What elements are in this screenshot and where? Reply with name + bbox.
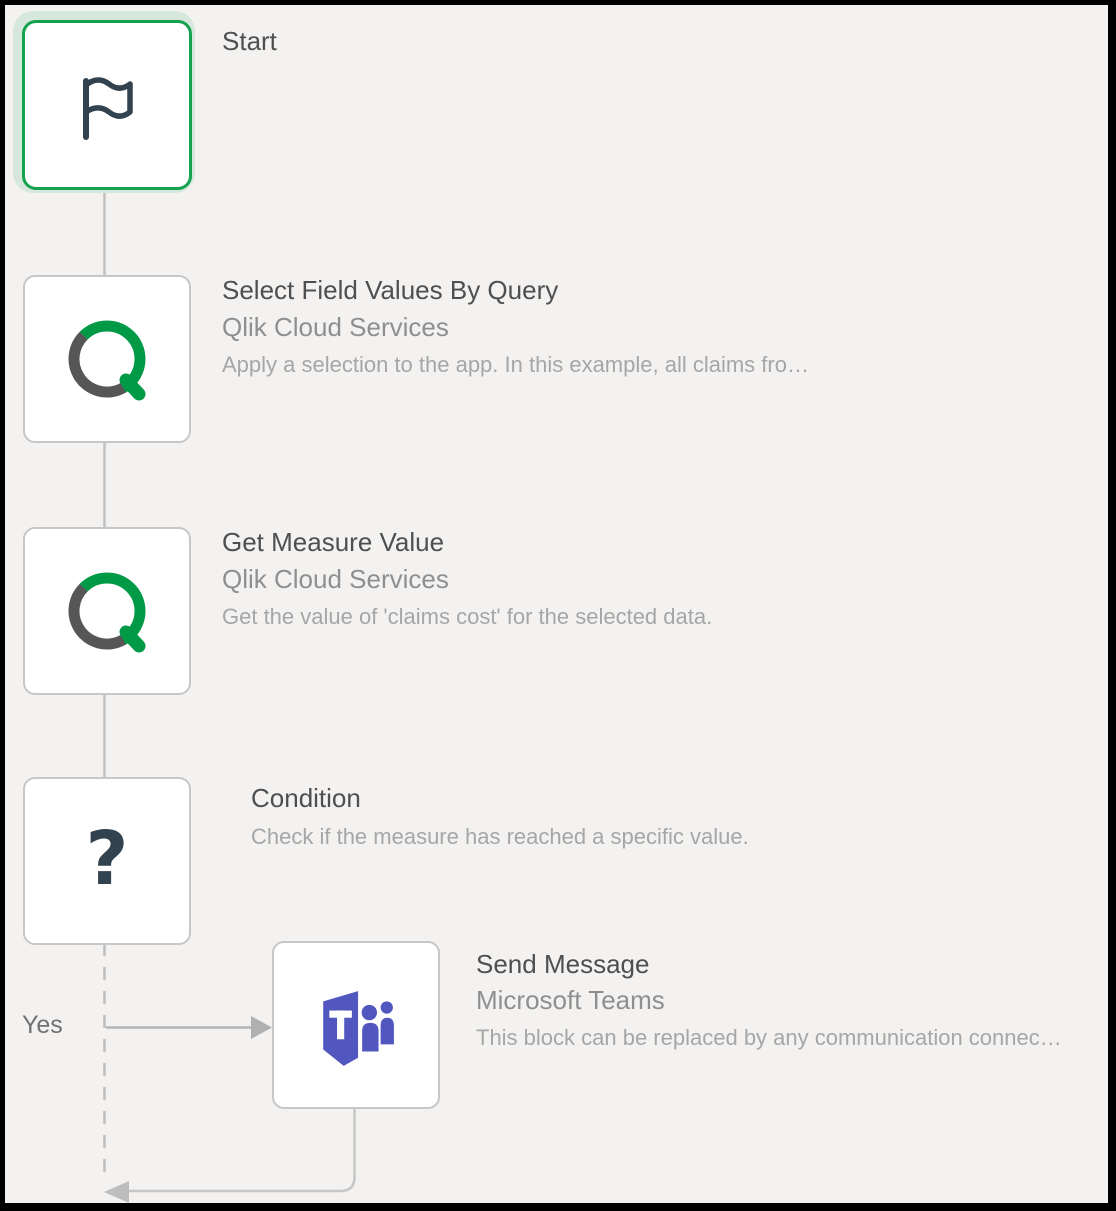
block-description: Apply a selection to the app. In this ex… xyxy=(222,352,809,377)
flag-icon xyxy=(83,77,133,140)
connector-sendmessage-return-line xyxy=(129,1105,356,1193)
block-description: Check if the measure has reached a speci… xyxy=(251,824,749,849)
yes-branch-arrowhead-icon xyxy=(251,1016,272,1039)
block-connector-name: Qlik Cloud Services xyxy=(222,564,449,594)
start-block[interactable] xyxy=(22,20,192,190)
return-arrowhead-icon xyxy=(104,1181,129,1203)
qlik-logo-icon xyxy=(68,572,146,653)
question-mark-icon: ? xyxy=(85,816,129,902)
yes-branch-label: Yes xyxy=(22,1011,63,1039)
block-description: This block can be replaced by any commun… xyxy=(476,1025,1062,1050)
microsoft-teams-icon xyxy=(323,991,394,1066)
block-title: Condition xyxy=(251,783,361,813)
start-block-title: Start xyxy=(222,26,277,56)
select-field-values-block[interactable] xyxy=(23,275,191,443)
condition-block[interactable]: ? xyxy=(23,777,191,945)
block-title: Get Measure Value xyxy=(222,527,445,557)
block-connector-name: Microsoft Teams xyxy=(476,985,665,1015)
get-measure-value-block[interactable] xyxy=(23,527,191,695)
block-title: Send Message xyxy=(476,949,650,979)
send-message-block[interactable] xyxy=(272,941,440,1109)
qlik-logo-icon xyxy=(68,320,146,401)
block-title: Select Field Values By Query xyxy=(222,275,559,305)
block-connector-name: Qlik Cloud Services xyxy=(222,312,449,342)
block-description: Get the value of 'claims cost' for the s… xyxy=(222,604,713,629)
